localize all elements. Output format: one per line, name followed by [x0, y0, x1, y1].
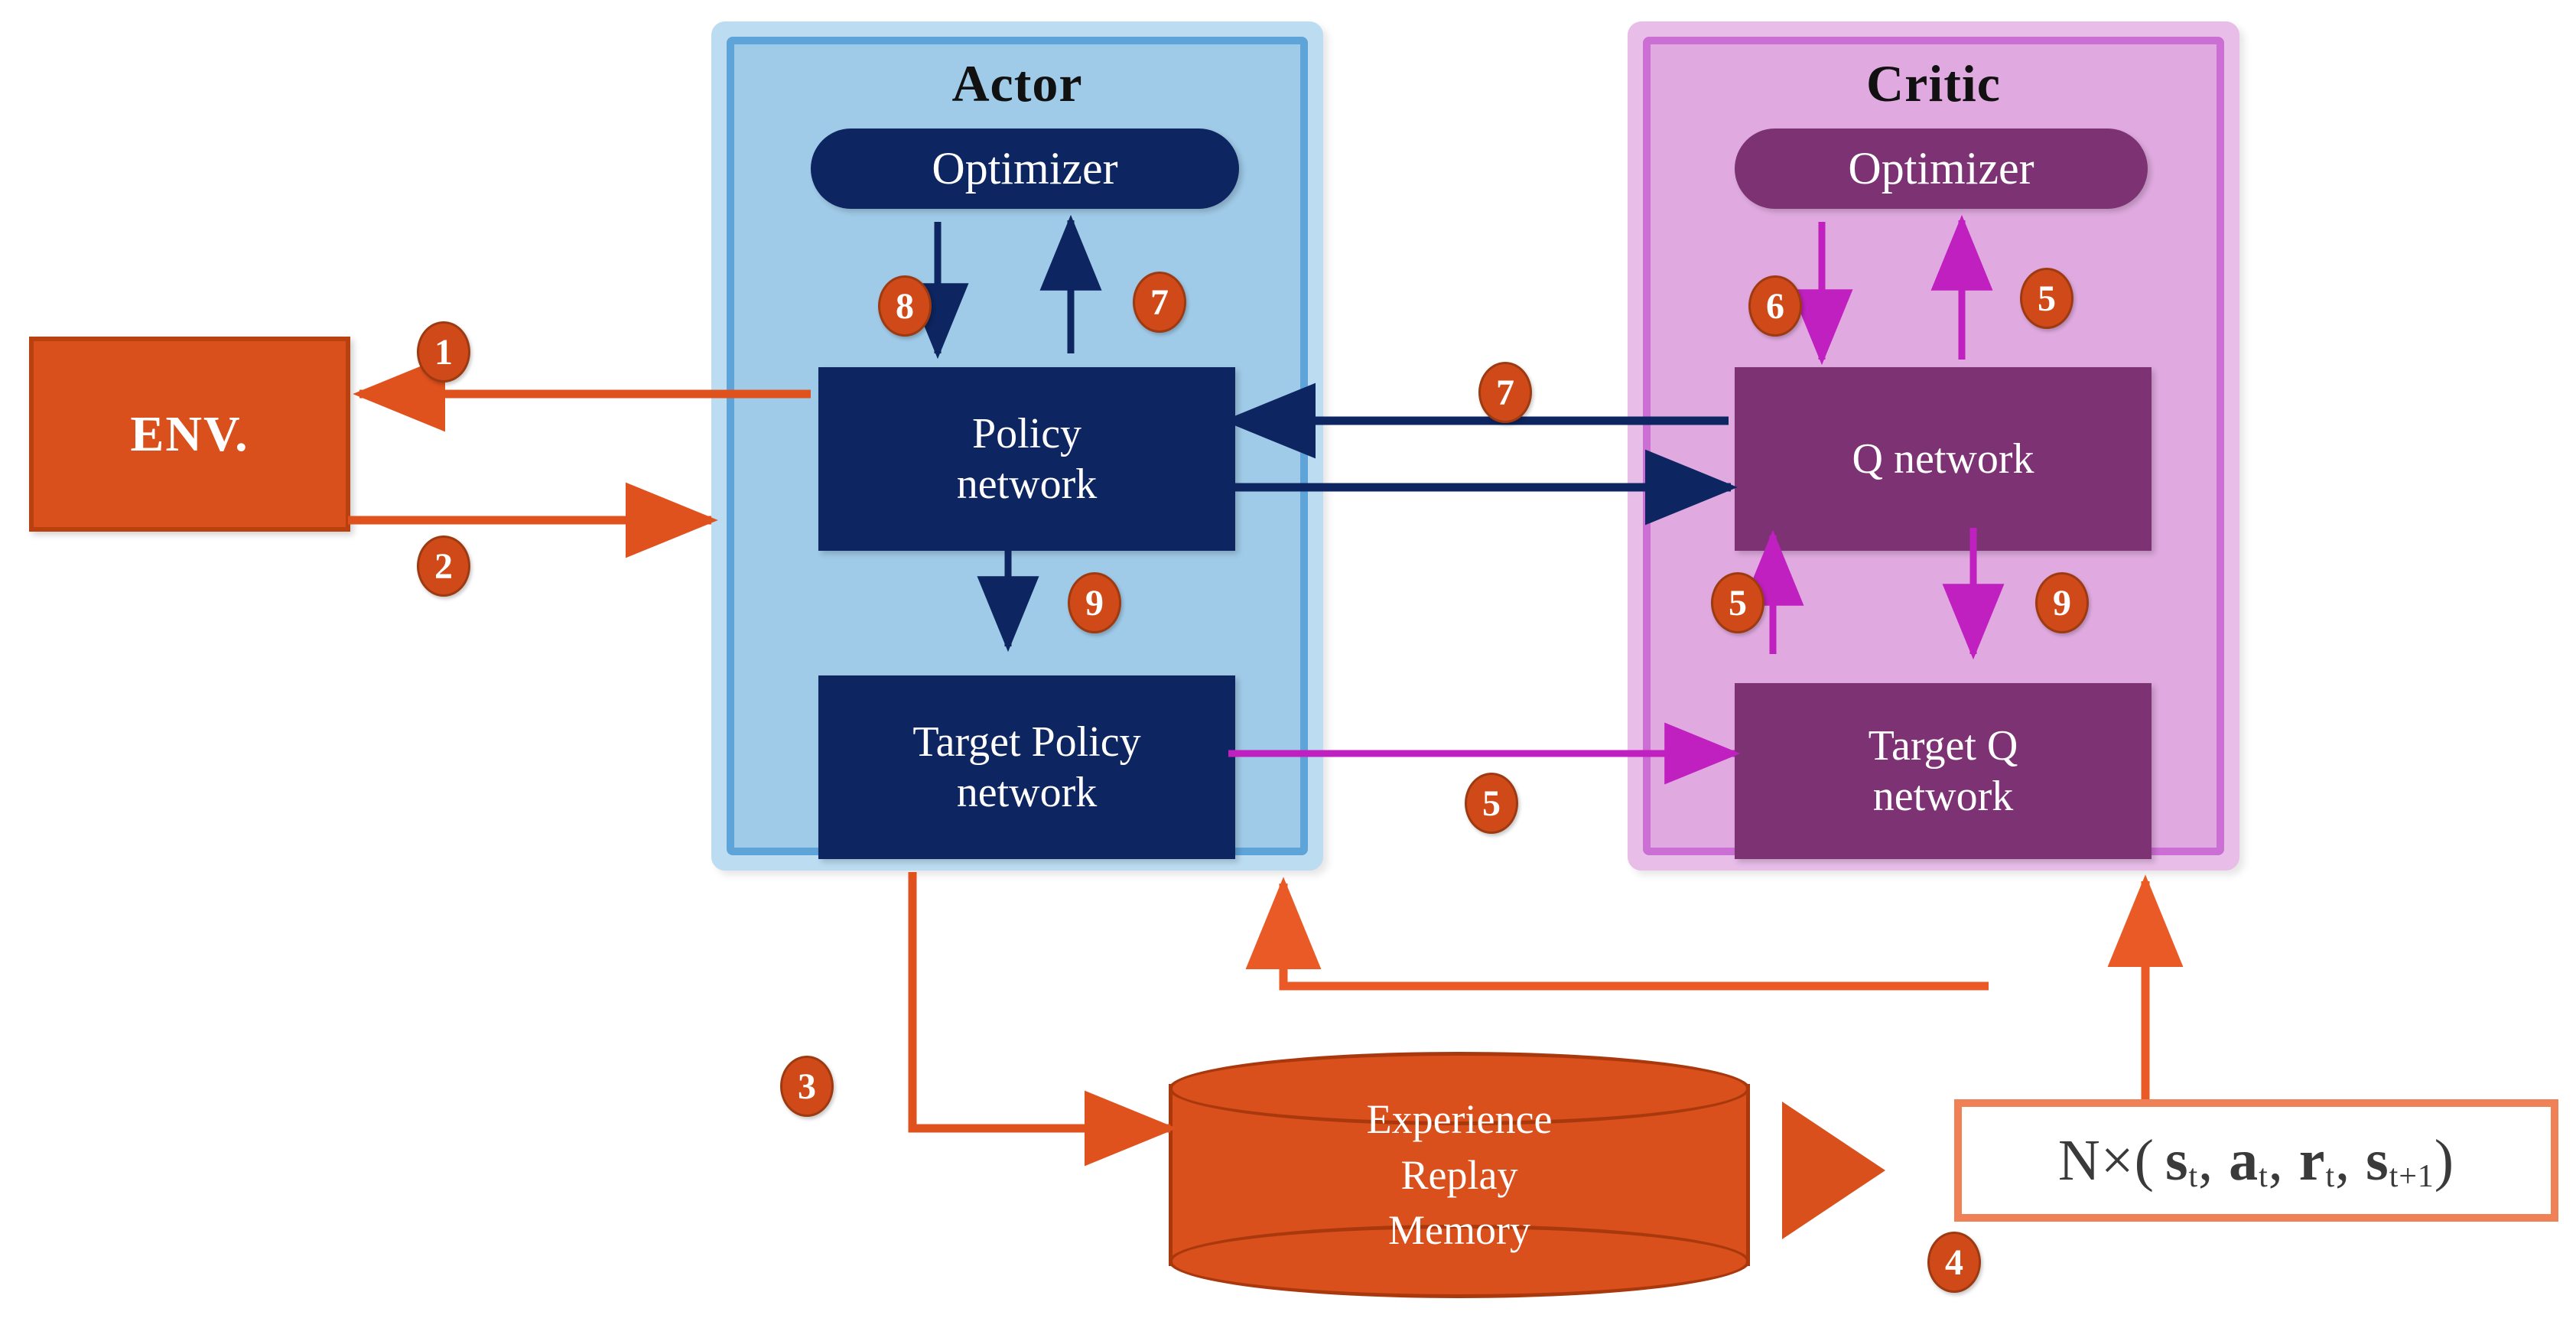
- actor-optimizer-label: Optimizer: [932, 143, 1118, 194]
- target-q-network-label-line1: Target Q: [1868, 721, 2018, 770]
- minibatch-box[interactable]: N×(st, at, rt, st+1): [1954, 1099, 2558, 1222]
- step-1-badge: 1: [417, 321, 470, 382]
- actor-panel[interactable]: Actor Optimizer Policy network Target Po…: [711, 21, 1323, 871]
- memory-label-line2: Replay: [1400, 1151, 1518, 1198]
- step-5c-badge: 5: [1711, 572, 1764, 633]
- target-q-network-label-line2: network: [1872, 773, 2014, 820]
- critic-panel[interactable]: Critic Optimizer Q network Target Q netw…: [1628, 21, 2239, 871]
- policy-network-label-line2: network: [956, 461, 1098, 508]
- step-5b-badge: 5: [2020, 268, 2073, 329]
- minibatch-a-t-sub: t: [2259, 1158, 2269, 1194]
- step-9a-badge: 9: [1068, 572, 1121, 633]
- actor-optimizer[interactable]: Optimizer: [811, 129, 1239, 209]
- experience-replay-memory[interactable]: Experience Replay Memory: [1169, 1052, 1750, 1298]
- step-6-badge: 6: [1748, 275, 1802, 337]
- q-network-box[interactable]: Q network: [1735, 367, 2152, 551]
- target-policy-network-label-line1: Target Policy: [912, 718, 1141, 766]
- minibatch-a-t: a: [2229, 1128, 2259, 1193]
- minibatch-s-t: s: [2165, 1128, 2189, 1193]
- minibatch-formula: N×(st, at, rt, st+1): [2057, 1128, 2455, 1194]
- target-q-network-box[interactable]: Target Q network: [1735, 683, 2152, 859]
- target-policy-network-box[interactable]: Target Policy network: [818, 675, 1235, 859]
- step-7a-badge: 7: [1133, 272, 1186, 333]
- env-label: ENV.: [130, 405, 249, 462]
- minibatch-r-t-sub: t: [2325, 1158, 2336, 1194]
- step-7b-badge: 7: [1478, 362, 1532, 423]
- critic-title: Critic: [1866, 54, 2001, 112]
- minibatch-r-t: r: [2298, 1128, 2326, 1193]
- memory-label: Experience Replay Memory: [1169, 1052, 1750, 1298]
- step-8-badge: 8: [878, 275, 932, 337]
- step-9b-badge: 9: [2035, 572, 2089, 633]
- arrow-step-3: [908, 872, 1177, 1167]
- memory-label-line1: Experience: [1366, 1095, 1553, 1142]
- step-5a-badge: 5: [1465, 773, 1518, 834]
- cylinder-top-ellipse: [1169, 1052, 1750, 1125]
- step-2-badge: 2: [417, 535, 470, 597]
- step-4-badge: 4: [1927, 1232, 1981, 1293]
- minibatch-s-t1: s: [2366, 1128, 2389, 1193]
- minibatch-suffix: ): [2434, 1128, 2455, 1193]
- sample-triangle-icon: [1782, 1102, 1885, 1239]
- critic-optimizer[interactable]: Optimizer: [1735, 129, 2148, 209]
- policy-network-label-line1: Policy: [971, 409, 1082, 457]
- actor-title: Actor: [951, 54, 1083, 112]
- minibatch-s-t-sub: t: [2188, 1158, 2199, 1194]
- arrow-batch-to-actor: [1245, 877, 1989, 991]
- step-3-badge: 3: [780, 1056, 834, 1117]
- critic-optimizer-label: Optimizer: [1848, 143, 2034, 194]
- target-policy-network-label-line2: network: [956, 769, 1098, 816]
- memory-label-line3: Memory: [1388, 1207, 1530, 1254]
- q-network-label: Q network: [1852, 435, 2034, 483]
- policy-network-box[interactable]: Policy network: [818, 367, 1235, 551]
- env-box[interactable]: ENV.: [29, 337, 350, 532]
- minibatch-prefix: N×(: [2057, 1128, 2155, 1193]
- cylinder-bottom-ellipse: [1169, 1225, 1750, 1298]
- minibatch-s-t1-sub: t+1: [2389, 1158, 2435, 1194]
